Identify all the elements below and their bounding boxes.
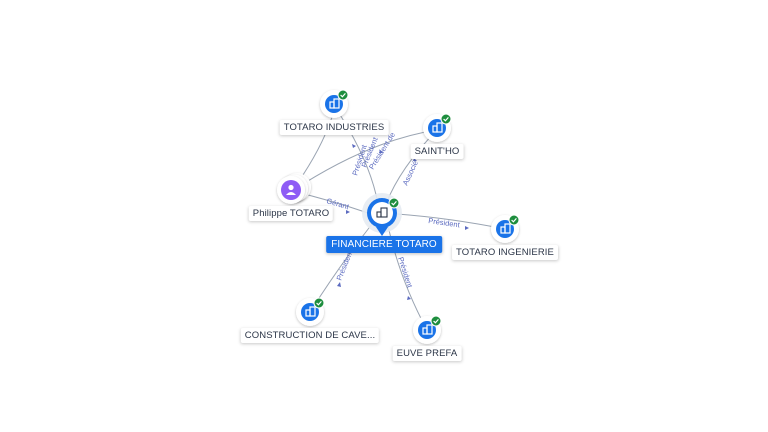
arrow-head <box>352 144 356 148</box>
company-node-euve-prefa[interactable] <box>413 315 442 344</box>
company-node-totaro-ingenierie[interactable] <box>491 214 520 243</box>
arrow-head <box>379 150 383 153</box>
verified-badge-icon <box>430 315 442 327</box>
company-node-totaro-industries[interactable] <box>320 89 349 118</box>
company-label-construction-de-cave[interactable]: CONSTRUCTION DE CAVE... <box>240 328 380 343</box>
edge-label: Président <box>335 248 356 282</box>
center-node[interactable] <box>362 193 402 236</box>
arrow-head <box>407 296 411 300</box>
person-icon <box>286 184 296 195</box>
company-node-construction-de-cave[interactable] <box>296 297 325 326</box>
verified-badge-icon <box>388 197 400 209</box>
company-label-saint-ho[interactable]: SAINT'HO <box>410 144 464 159</box>
edge-label: Président <box>428 216 462 229</box>
arrow-head <box>465 226 469 230</box>
edge-label: Associé <box>401 159 420 187</box>
company-label-totaro-ingenierie[interactable]: TOTARO INGENIERIE <box>452 245 558 260</box>
arrow-head <box>346 210 350 214</box>
company-node-saint-ho[interactable] <box>423 113 452 142</box>
company-label-euve-prefa[interactable]: EUVE PREFA <box>392 346 462 361</box>
cross-edge-saint-ho <box>291 129 438 192</box>
person-node[interactable] <box>277 173 311 204</box>
company-label-totaro-industries[interactable]: TOTARO INDUSTRIES <box>279 120 389 135</box>
person-label[interactable]: Philippe TOTARO <box>248 206 334 221</box>
verified-badge-icon <box>313 297 325 309</box>
verified-badge-icon <box>508 214 520 226</box>
building-icon <box>376 207 388 218</box>
verified-badge-icon <box>440 113 452 125</box>
center-node-label[interactable]: FINANCIERE TOTARO <box>326 236 442 253</box>
arrow-head <box>337 282 341 287</box>
verified-badge-icon <box>337 89 349 101</box>
edge-label: Président <box>396 256 415 290</box>
